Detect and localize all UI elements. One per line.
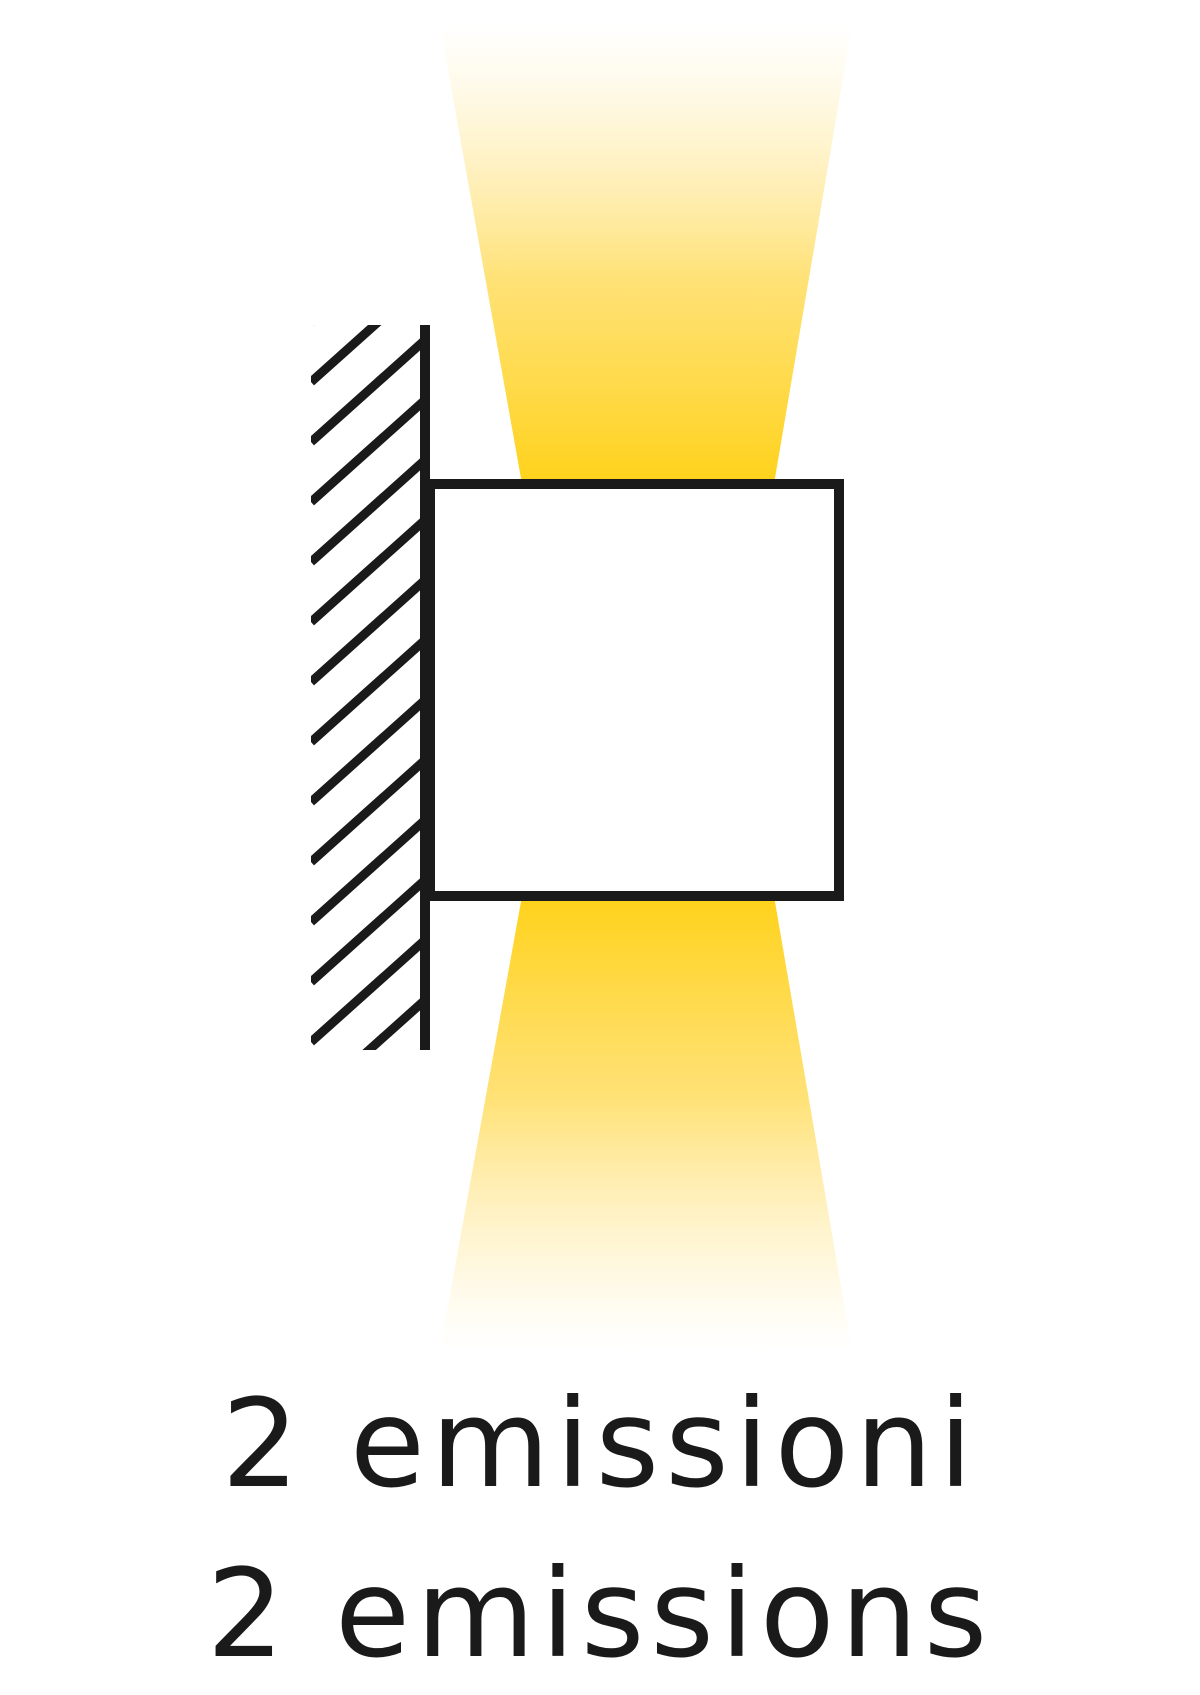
wall-lamp-diagram (311, 25, 852, 1350)
light-beam-down-icon (440, 896, 852, 1350)
wall-lamp-body-icon (425, 479, 844, 901)
caption-french: 2 emissions (206, 1543, 994, 1685)
light-beam-up-icon (440, 25, 852, 484)
hatched-wall-icon (311, 325, 430, 1050)
caption-italian: 2 emissioni (221, 1373, 979, 1515)
